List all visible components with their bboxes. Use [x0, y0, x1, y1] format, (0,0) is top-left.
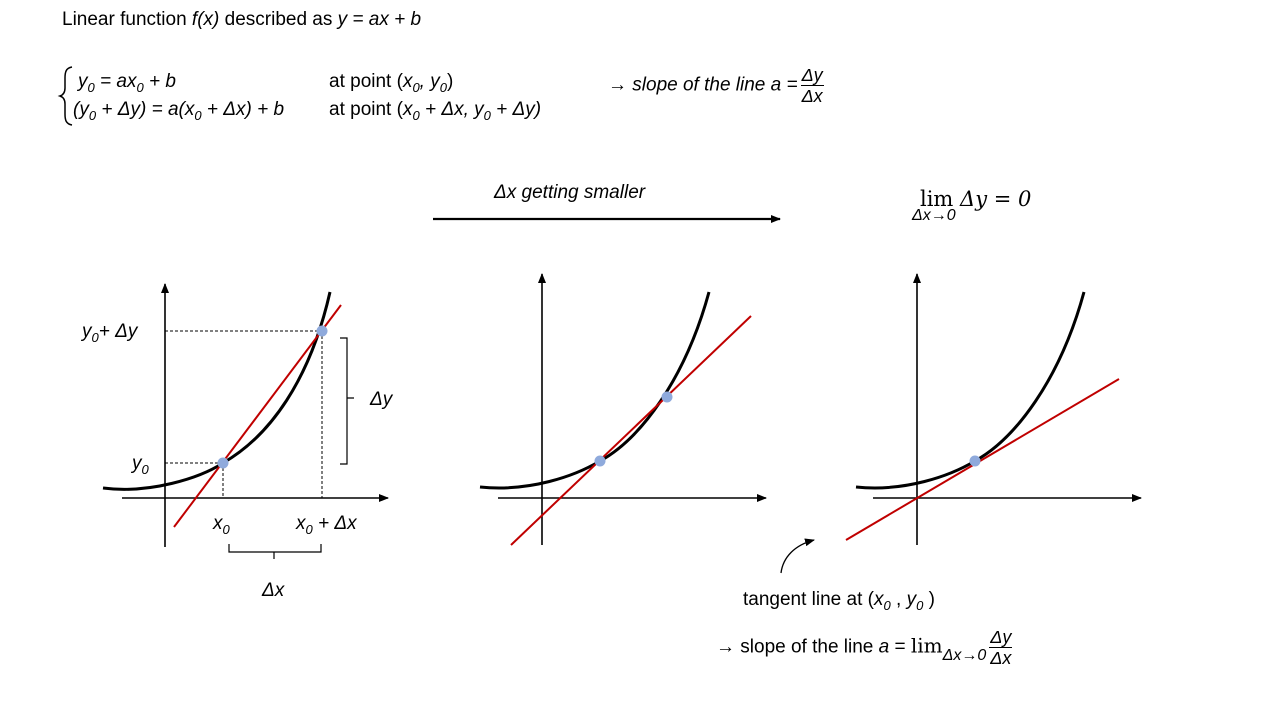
title-line: Linear function f(x) described as y = ax… [62, 10, 421, 29]
left-point-x0 [217, 457, 229, 469]
left-point-x0-dx [316, 325, 328, 337]
left-secant-line [173, 304, 342, 528]
limit-subscript: Δx→0 [912, 207, 956, 224]
slope-top-label: slope of the line a = [632, 74, 798, 96]
label-y0-plus-dy: y0+ Δy [82, 321, 138, 345]
middle-point-x0-dx [661, 391, 673, 403]
limit-expression: lim Δy = 0 [920, 187, 1032, 211]
equation-2: (y0 + Δy) = a(x0 + Δx) + b [73, 99, 285, 123]
tangent-line [845, 378, 1120, 541]
tangent-label: tangent line at (x0 , y0 ) [743, 589, 935, 613]
middle-graph [479, 273, 767, 546]
right-graph [780, 273, 1142, 574]
title-prefix: Linear function [62, 9, 192, 30]
point-1-label: at point (x0, y0) [329, 71, 454, 95]
label-dy: Δy [370, 389, 393, 410]
left-curve [102, 291, 332, 491]
slope-bottom-lim-sub: Δx→0 [942, 646, 987, 664]
system-brace [57, 66, 73, 126]
middle-point-x0 [594, 455, 606, 467]
point-2-label: at point (x0 + Δx, y0 + Δy) [329, 99, 542, 123]
dx-bracket [228, 544, 322, 559]
title-mid: described as [219, 9, 338, 30]
right-arrow-icon: → [716, 636, 735, 658]
label-x0-plus-dx: x0 + Δx [296, 513, 357, 537]
equation-1: y0 = ax0 + b [78, 71, 176, 95]
middle-secant-line [510, 315, 752, 546]
tangent-pointer-arrow [780, 538, 815, 574]
dx-getting-smaller-caption: Δx getting smaller [494, 182, 646, 203]
right-arrow-icon: → [608, 74, 627, 96]
label-dx: Δx [262, 580, 285, 601]
right-curve [855, 291, 1086, 490]
title-fx: f(x) [191, 9, 220, 30]
label-y0: y0 [132, 453, 149, 477]
right-point-x0 [969, 455, 981, 467]
label-x0: x0 [213, 513, 230, 537]
left-graph [102, 283, 389, 559]
title-equation: y = ax + b [337, 9, 422, 30]
slope-bottom-lim: lim [910, 633, 943, 658]
dy-bracket [340, 337, 354, 465]
